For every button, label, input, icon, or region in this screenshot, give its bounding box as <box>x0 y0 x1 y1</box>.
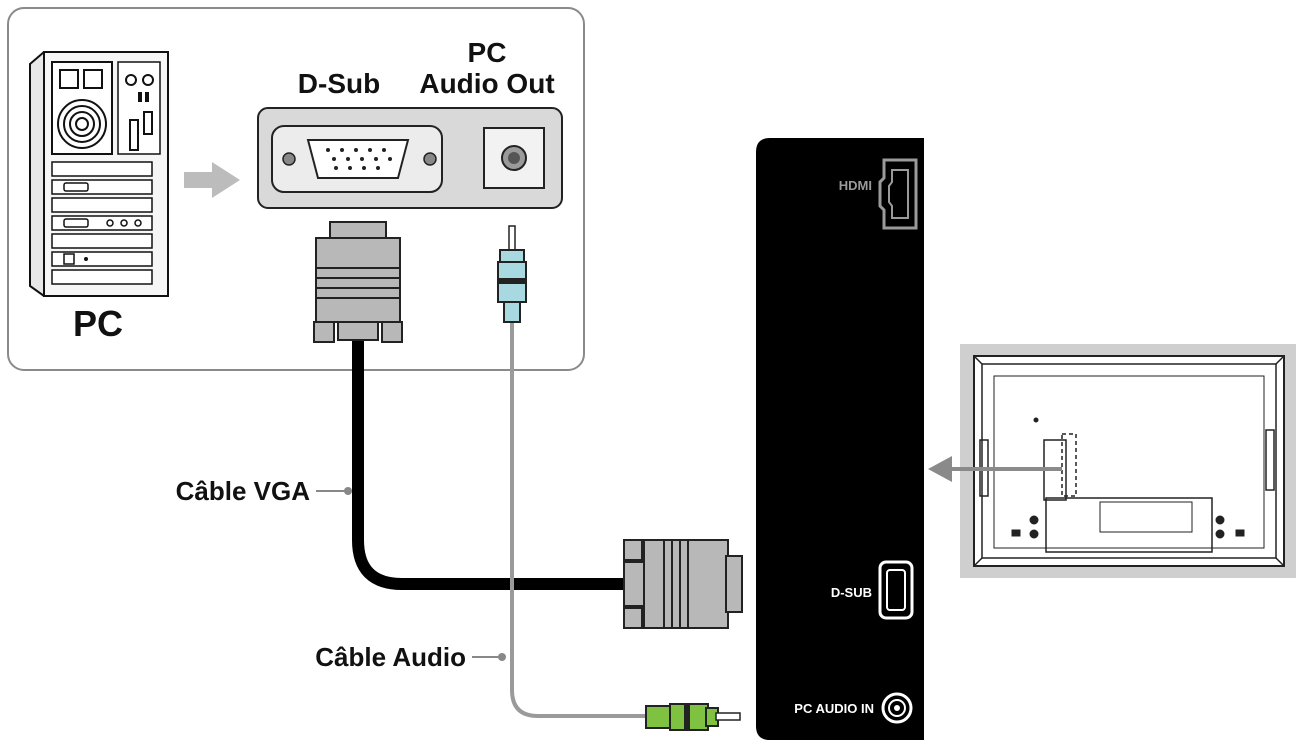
dsub-port-icon <box>271 125 443 193</box>
pc-label: PC <box>73 303 123 344</box>
monitor-side-panel <box>756 138 924 740</box>
monitor-rear-icon <box>973 355 1285 567</box>
right-arrow-icon <box>184 162 240 198</box>
pc-audio-out-label-line1: PC <box>468 37 507 68</box>
left-arrow-icon <box>928 456 1062 482</box>
audio-plug-monitor-icon <box>645 703 741 731</box>
hdmi-port-icon <box>878 158 918 230</box>
vga-plug-monitor-icon <box>623 539 743 629</box>
vga-plug-pc-icon <box>313 221 403 343</box>
audio-out-jack-icon <box>483 127 545 189</box>
hdmi-port-label: HDMI <box>839 178 872 193</box>
audio-cable <box>510 320 650 718</box>
audio-plug-pc-icon <box>497 225 527 323</box>
pc-audio-out-label-line2: Audio Out <box>419 68 554 99</box>
dsub-monitor-port-icon <box>878 560 914 620</box>
pc-audio-in-label: PC AUDIO IN <box>794 701 874 716</box>
dsub-label: D-Sub <box>298 68 380 99</box>
audio-cable-label: Câble Audio <box>315 642 466 672</box>
vga-cable <box>352 332 632 590</box>
pc-tower-icon <box>29 51 169 297</box>
pc-audio-in-jack-icon <box>881 692 913 724</box>
vga-cable-label: Câble VGA <box>176 476 311 506</box>
dsub-monitor-port-label: D-SUB <box>831 585 872 600</box>
